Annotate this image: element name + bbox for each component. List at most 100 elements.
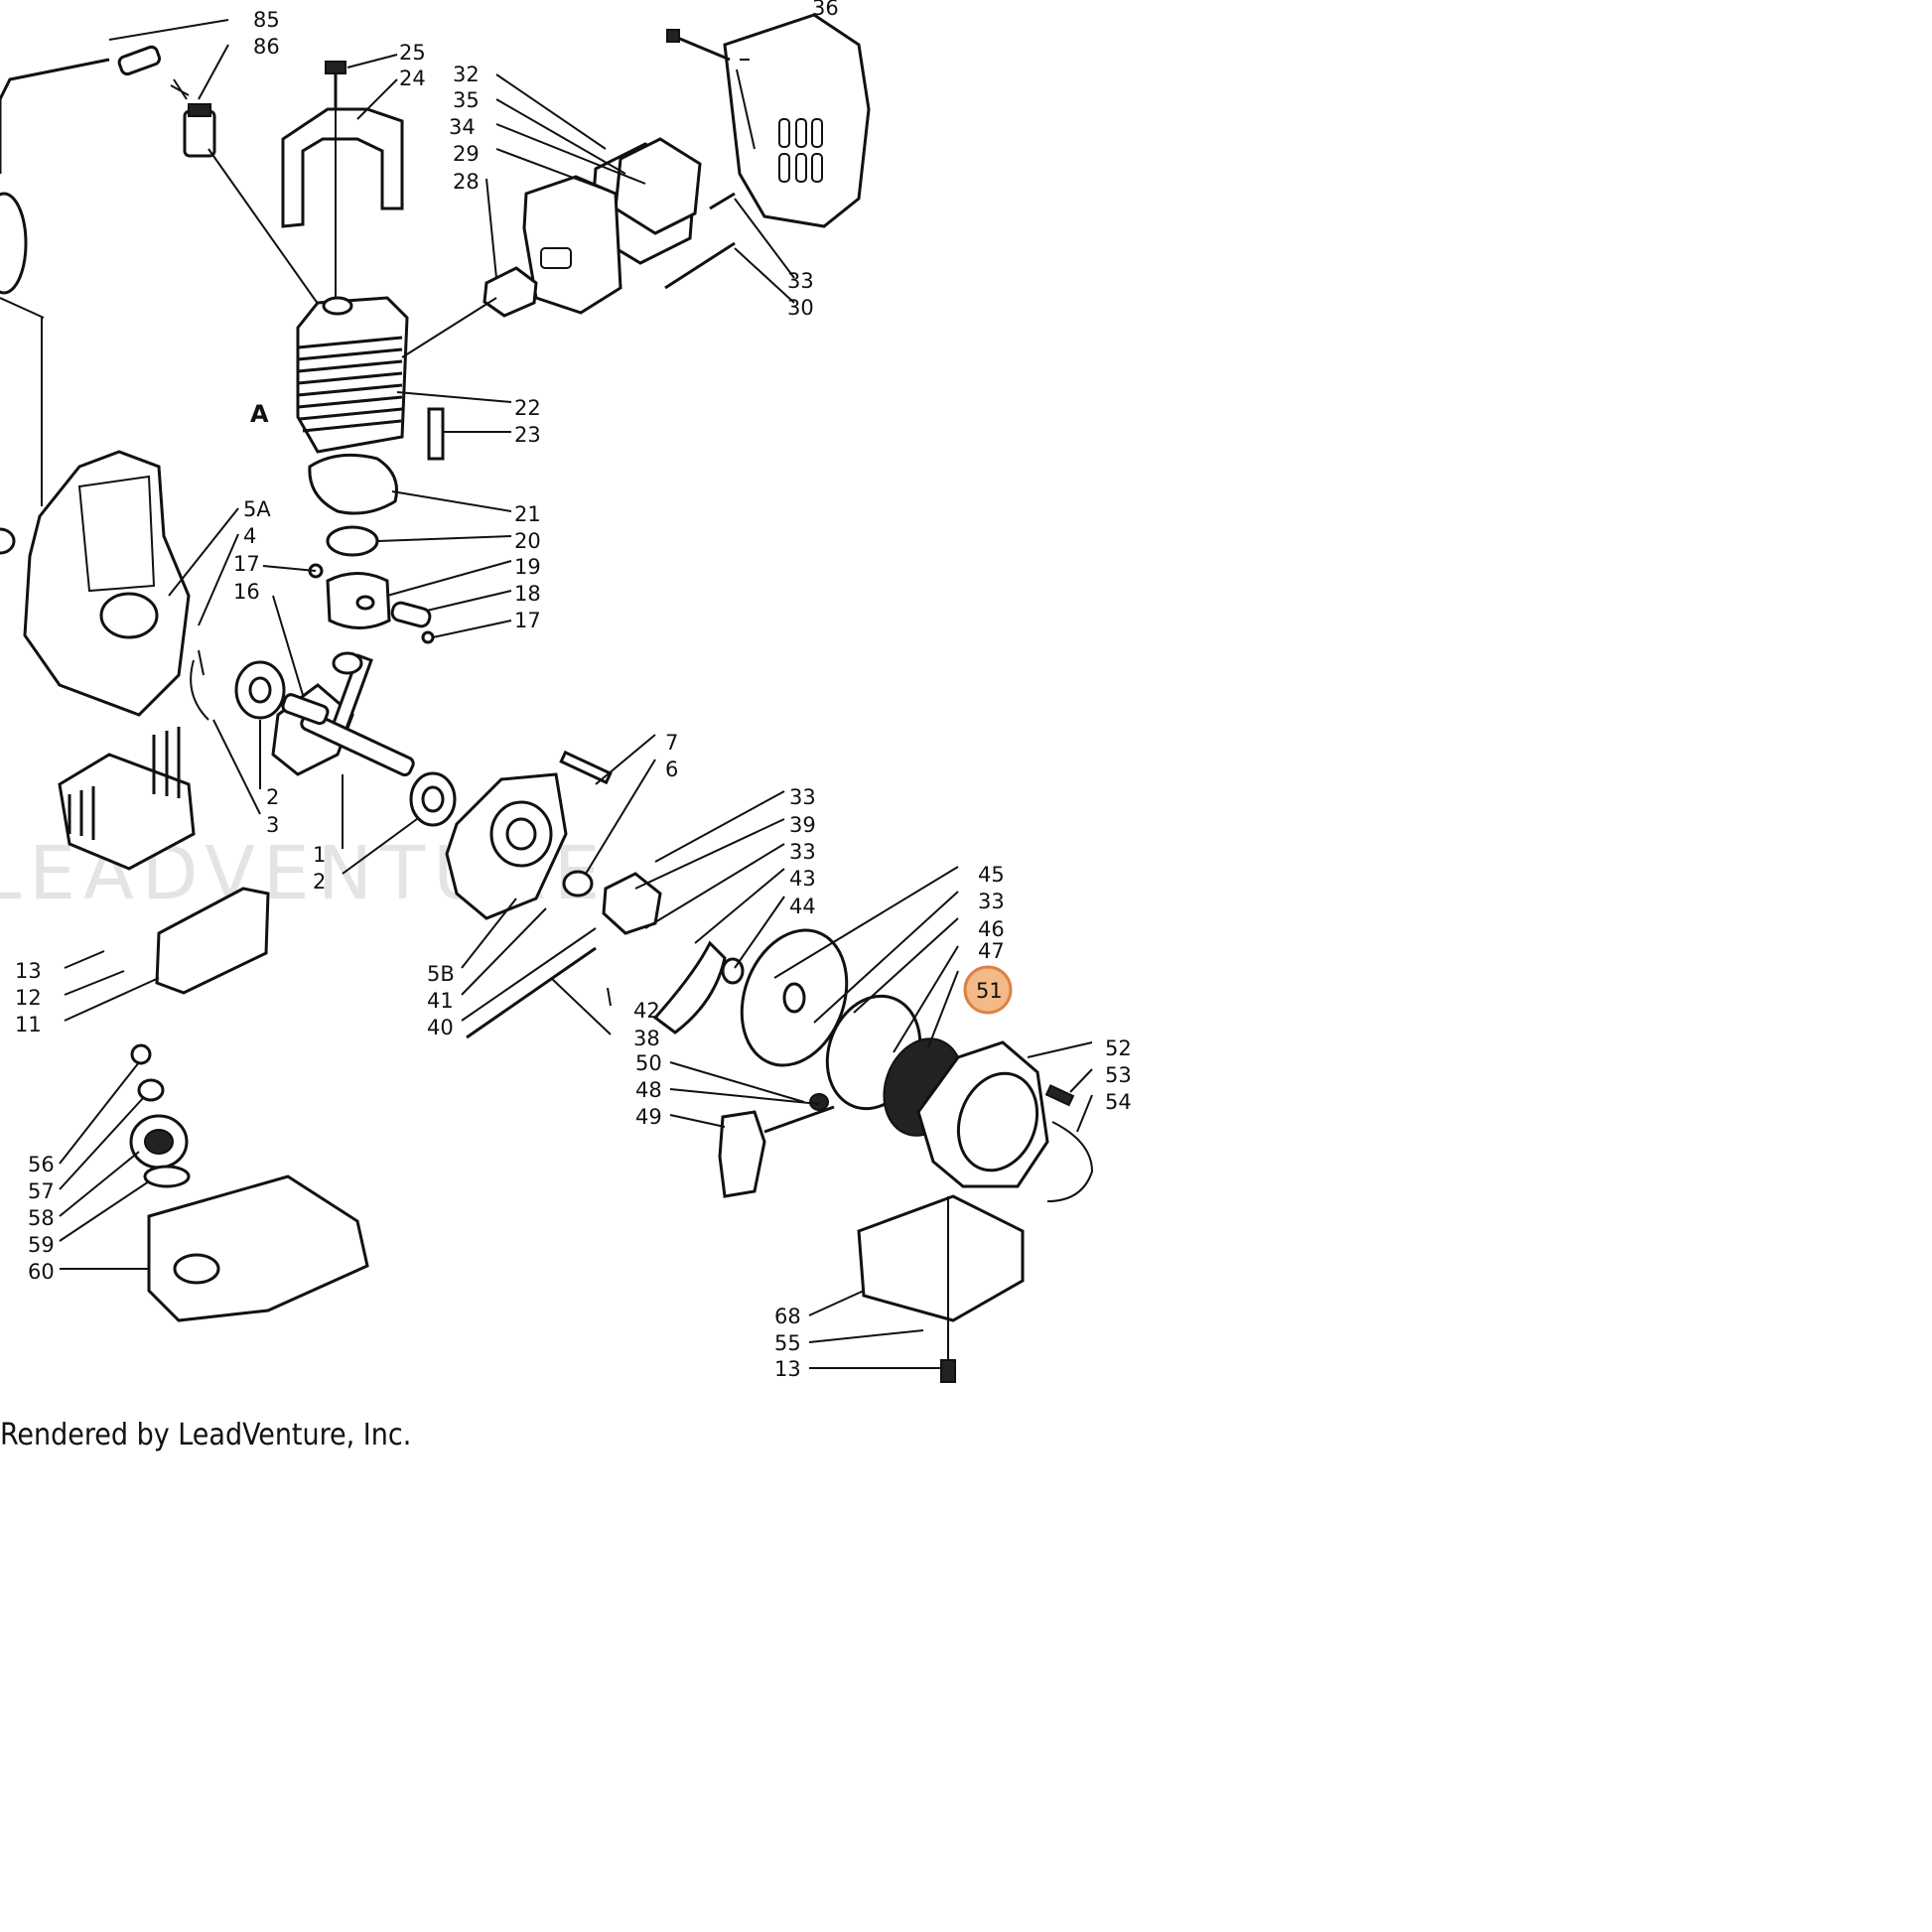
- callout-A[interactable]: A: [250, 400, 269, 428]
- callout-59[interactable]: 59: [28, 1233, 55, 1257]
- callout-33-top[interactable]: 33: [787, 269, 814, 293]
- callout-68[interactable]: 68: [774, 1305, 801, 1328]
- callout-35[interactable]: 35: [453, 88, 480, 112]
- callout-16[interactable]: 16: [233, 580, 260, 604]
- callout-33-mid[interactable]: 33: [789, 785, 816, 809]
- callout-40[interactable]: 40: [427, 1016, 454, 1039]
- callout-85[interactable]: 85: [253, 8, 280, 32]
- callout-32[interactable]: 32: [453, 63, 480, 86]
- callout-51-highlight[interactable]: 51: [963, 965, 1013, 1015]
- callout-13-bottom[interactable]: 13: [774, 1357, 801, 1381]
- callout-25[interactable]: 25: [399, 41, 426, 65]
- spark-plug: [183, 109, 216, 158]
- filter-57: [137, 1078, 165, 1102]
- callout-47[interactable]: 47: [978, 939, 1005, 963]
- nut-44: [721, 957, 745, 985]
- callout-44[interactable]: 44: [789, 895, 816, 918]
- muffler-cover-vents: [778, 118, 823, 183]
- callout-42[interactable]: 42: [633, 999, 660, 1023]
- muffler-bolt: [664, 241, 736, 290]
- callout-3[interactable]: 3: [266, 813, 279, 837]
- callout-11[interactable]: 11: [15, 1013, 42, 1036]
- callout-52[interactable]: 52: [1105, 1036, 1132, 1060]
- callout-86[interactable]: 86: [253, 35, 280, 59]
- exhaust-gasket: [483, 266, 538, 318]
- callout-56[interactable]: 56: [28, 1153, 55, 1176]
- cap-gasket: [143, 1165, 191, 1188]
- callout-41[interactable]: 41: [427, 989, 454, 1013]
- callout-55[interactable]: 55: [774, 1331, 801, 1355]
- callout-2-left[interactable]: 2: [266, 785, 279, 809]
- callout-28[interactable]: 28: [453, 170, 480, 194]
- callout-22[interactable]: 22: [514, 396, 541, 420]
- callout-60[interactable]: 60: [28, 1260, 55, 1284]
- fuel-tank: [147, 1174, 369, 1322]
- callout-45[interactable]: 45: [978, 863, 1005, 887]
- callout-46[interactable]: 46: [978, 917, 1005, 941]
- flywheel-cover: [652, 940, 727, 1035]
- callout-5B[interactable]: 5B: [427, 962, 455, 986]
- callout-34[interactable]: 34: [449, 115, 476, 139]
- seal-6: [562, 870, 594, 897]
- callout-58[interactable]: 58: [28, 1206, 55, 1230]
- piston-pin: [390, 601, 432, 628]
- callout-23[interactable]: 23: [514, 423, 541, 447]
- callout-2-right[interactable]: 2: [313, 870, 326, 894]
- callout-57[interactable]: 57: [28, 1179, 55, 1203]
- callout-20[interactable]: 20: [514, 529, 541, 553]
- callout-30[interactable]: 30: [787, 296, 814, 320]
- callout-19[interactable]: 19: [514, 555, 541, 579]
- callout-1[interactable]: 1: [313, 843, 326, 867]
- cylinder-bolt: [427, 407, 445, 461]
- callout-24[interactable]: 24: [399, 67, 426, 90]
- seal-left: [0, 527, 16, 555]
- fuel-tank-neck: [173, 1253, 220, 1285]
- grommet-48: [809, 1093, 829, 1111]
- callout-33-lower[interactable]: 33: [789, 840, 816, 864]
- fuel-line-fitting: [117, 45, 162, 76]
- cylinder: [296, 296, 409, 454]
- rendered-by-footer: Rendered by LeadVenture, Inc.: [0, 1418, 412, 1452]
- callout-48[interactable]: 48: [635, 1078, 662, 1102]
- callout-17-left[interactable]: 17: [233, 552, 260, 576]
- screw-13-bottom: [940, 1359, 956, 1383]
- callout-33-starter[interactable]: 33: [978, 890, 1005, 913]
- callout-50[interactable]: 50: [635, 1051, 662, 1075]
- fuel-line: [0, 58, 110, 174]
- throttle-cable: [466, 946, 597, 1039]
- callout-7[interactable]: 7: [665, 731, 678, 755]
- crankcase-left: [23, 450, 191, 717]
- callout-29[interactable]: 29: [453, 142, 480, 166]
- callout-18[interactable]: 18: [514, 582, 541, 606]
- callout-5A[interactable]: 5A: [243, 497, 271, 521]
- callout-6[interactable]: 6: [665, 758, 678, 781]
- callout-12[interactable]: 12: [15, 986, 42, 1010]
- piston-ring: [326, 525, 379, 557]
- callout-53[interactable]: 53: [1105, 1063, 1132, 1087]
- callout-36[interactable]: 36: [812, 0, 839, 20]
- vent-56: [130, 1043, 152, 1065]
- callout-51[interactable]: 51: [976, 979, 1003, 1003]
- fuel-filter: [0, 192, 28, 295]
- crankshaft: [271, 651, 415, 777]
- callout-54[interactable]: 54: [1105, 1090, 1132, 1114]
- bolt-7: [559, 750, 613, 785]
- bottom-shield: [857, 1194, 1025, 1322]
- callout-13-left[interactable]: 13: [15, 959, 42, 983]
- decal-54: [1046, 1121, 1094, 1202]
- callout-49[interactable]: 49: [635, 1105, 662, 1129]
- muffler-body: [522, 175, 622, 315]
- callout-38[interactable]: 38: [633, 1027, 660, 1050]
- callout-39[interactable]: 39: [789, 813, 816, 837]
- bolt-25: [325, 61, 346, 74]
- screw-53: [1044, 1084, 1075, 1107]
- cylinder-shroud: [281, 107, 404, 228]
- callout-43[interactable]: 43: [789, 867, 816, 891]
- callout-4[interactable]: 4: [243, 524, 256, 548]
- callout-21[interactable]: 21: [514, 502, 541, 526]
- starter-handle: [718, 1110, 766, 1198]
- callout-17-right[interactable]: 17: [514, 609, 541, 632]
- pawl-spring: [190, 649, 209, 721]
- air-shroud: [155, 887, 270, 995]
